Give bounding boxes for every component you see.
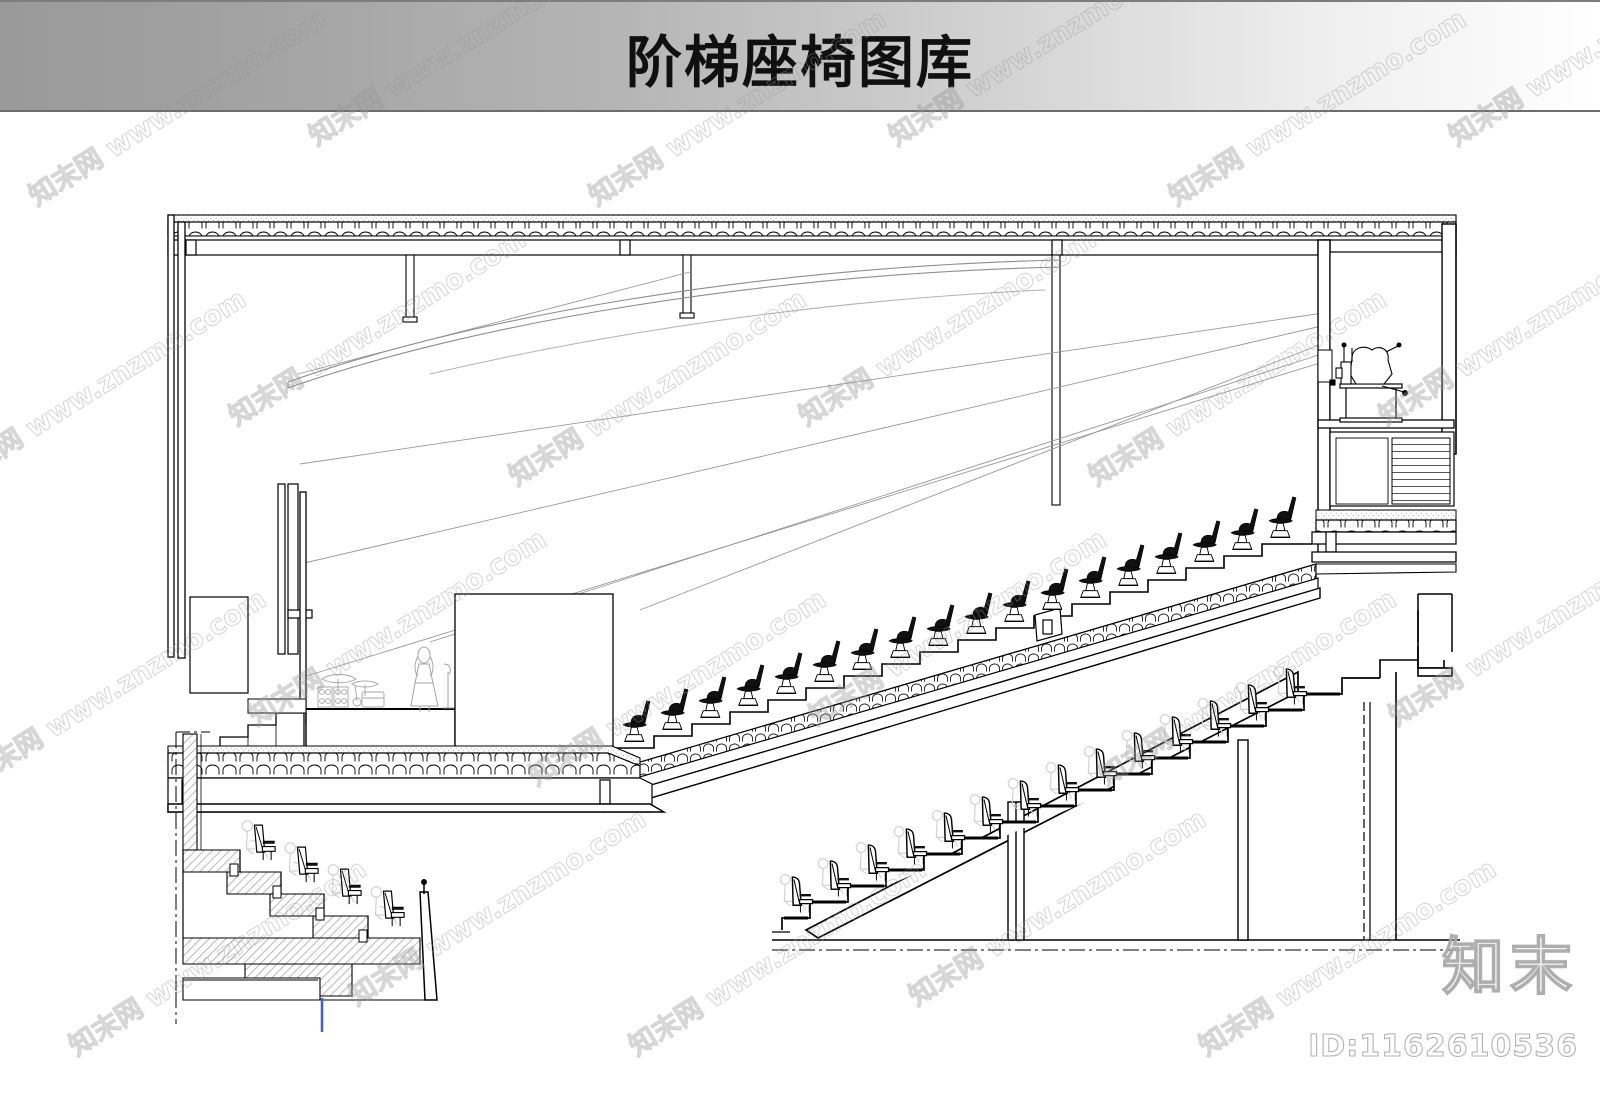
detail-left-drawing (175, 731, 438, 1032)
brand-watermark: 知末 (1441, 929, 1578, 1004)
seat (698, 676, 727, 719)
acoustic-reflector (287, 259, 1061, 389)
title-bar: 阶梯座椅图库 (0, 0, 1600, 112)
ceiling-slab (167, 214, 1457, 256)
seat (1078, 556, 1107, 599)
detail-seat (855, 841, 890, 882)
detail-seat (284, 842, 319, 883)
asset-id-label: ID:1162610536 (1308, 1028, 1578, 1064)
seat (660, 688, 689, 731)
seat (736, 664, 765, 707)
seat (1154, 532, 1183, 575)
detail-seat (241, 820, 276, 861)
screen-wall (299, 491, 307, 708)
main-section-drawing (167, 214, 1457, 813)
seat (774, 652, 803, 695)
seat (1230, 508, 1259, 551)
raked-seating (599, 496, 1321, 813)
support-columns (1007, 739, 1249, 941)
detail-seat (370, 886, 405, 927)
seat (926, 604, 955, 647)
seat (622, 700, 651, 743)
detail-handrail (419, 879, 438, 1001)
seat (964, 592, 993, 635)
detail-seat (931, 809, 966, 850)
seat (1040, 568, 1069, 611)
sight-lines (297, 271, 1337, 679)
stage-stair (219, 698, 307, 750)
seat (1192, 520, 1221, 563)
stage-performers (317, 646, 454, 712)
detail-seat (969, 793, 1004, 834)
detail-right-drawing (772, 593, 1460, 951)
projection-booth (1311, 223, 1457, 575)
detail-seat (893, 825, 928, 866)
detail-seat (327, 864, 362, 905)
acoustic-reflector-second (429, 289, 1046, 375)
drawing-canvas (0, 112, 1600, 1102)
seat (812, 640, 841, 683)
stage-platform (305, 708, 456, 749)
left-wall-panels (189, 483, 313, 694)
detail-seat (817, 857, 852, 898)
seat (1002, 580, 1031, 623)
seat (1268, 496, 1297, 539)
floor-slab (167, 745, 667, 813)
hall-volume-box (454, 593, 614, 749)
seat (850, 628, 879, 671)
detail-rear-wall (1379, 610, 1453, 940)
seat (888, 616, 917, 659)
left-wall (167, 214, 186, 659)
detail-seat (779, 873, 814, 914)
seat (1116, 544, 1145, 587)
ceiling-hangers (402, 254, 1061, 506)
page-title: 阶梯座椅图库 (626, 30, 974, 96)
film-projector (1329, 342, 1408, 396)
